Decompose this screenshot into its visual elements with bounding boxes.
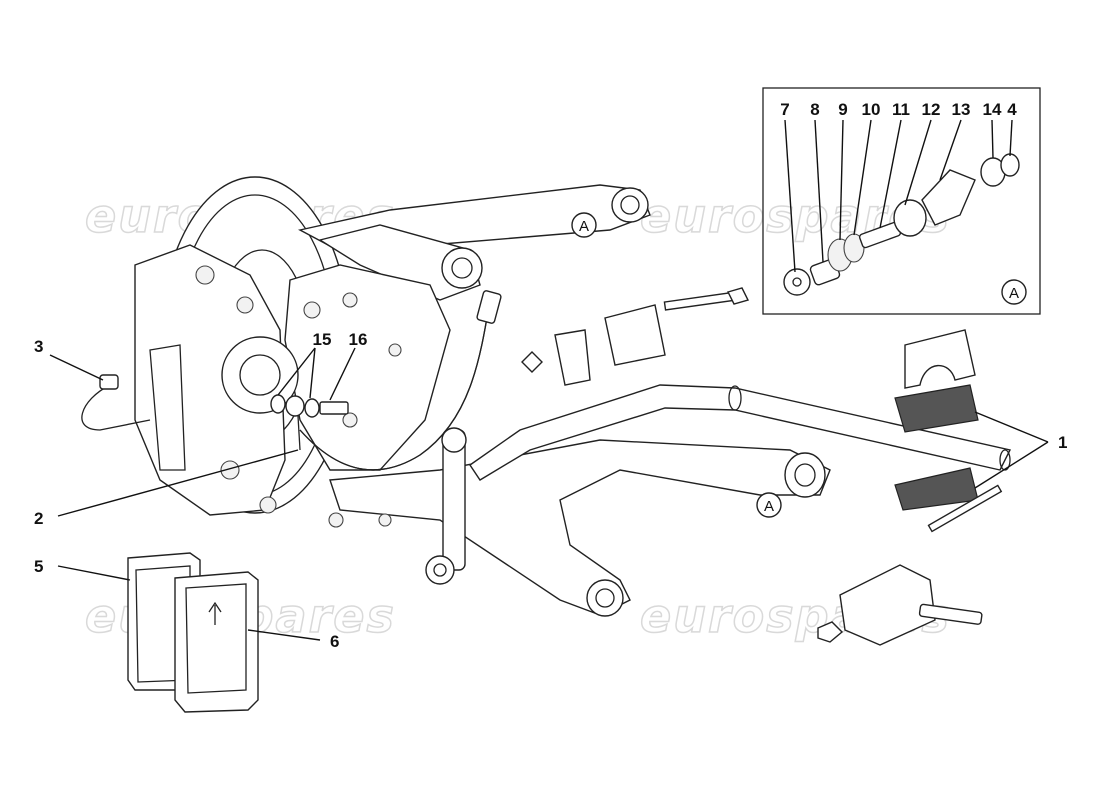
part-label-5: 5 [34,557,43,576]
callout-a-inset: A [1001,279,1027,305]
callout-a-top-text: A [579,218,589,235]
part-label-2: 2 [34,509,43,528]
anti-roll-bar [469,384,1012,481]
callout-a-bottom-text: A [764,498,774,515]
part-label-10: 10 [862,100,881,119]
part-label-14: 14 [983,100,1002,119]
upper-wishbone [298,184,651,301]
part-label-12: 12 [922,100,941,119]
leader-lines [49,119,1049,641]
part-label-1: 1 [1058,433,1067,452]
inset-detail-a [762,87,1041,315]
drop-link [425,427,467,585]
sensor-clip [81,374,151,431]
lower-mount-bracket [817,484,1003,646]
part-label-16: 16 [349,330,368,349]
part-label-6: 6 [330,632,339,651]
anti-roll-bar-bushes [894,329,979,511]
callout-a-bottom: A [756,492,782,518]
brake-hose [299,290,502,471]
part-label-9: 9 [838,100,847,119]
part-label-3: 3 [34,337,43,356]
callout-a-top: A [571,212,597,238]
part-label-7: 7 [780,100,789,119]
part-label-15: 15 [313,330,332,349]
banjo-fitting [270,394,349,451]
upright [284,264,451,471]
callout-a-inset-text: A [1009,285,1019,302]
part-label-13: 13 [952,100,971,119]
part-labels: 1 2 3 4 5 6 7 8 9 10 11 12 13 14 15 16 [34,100,1067,651]
part-label-4: 4 [1007,100,1017,119]
brake-pads [127,552,259,713]
part-label-8: 8 [810,100,819,119]
upper-mount-bracket [521,287,750,386]
part-label-11: 11 [892,100,910,119]
